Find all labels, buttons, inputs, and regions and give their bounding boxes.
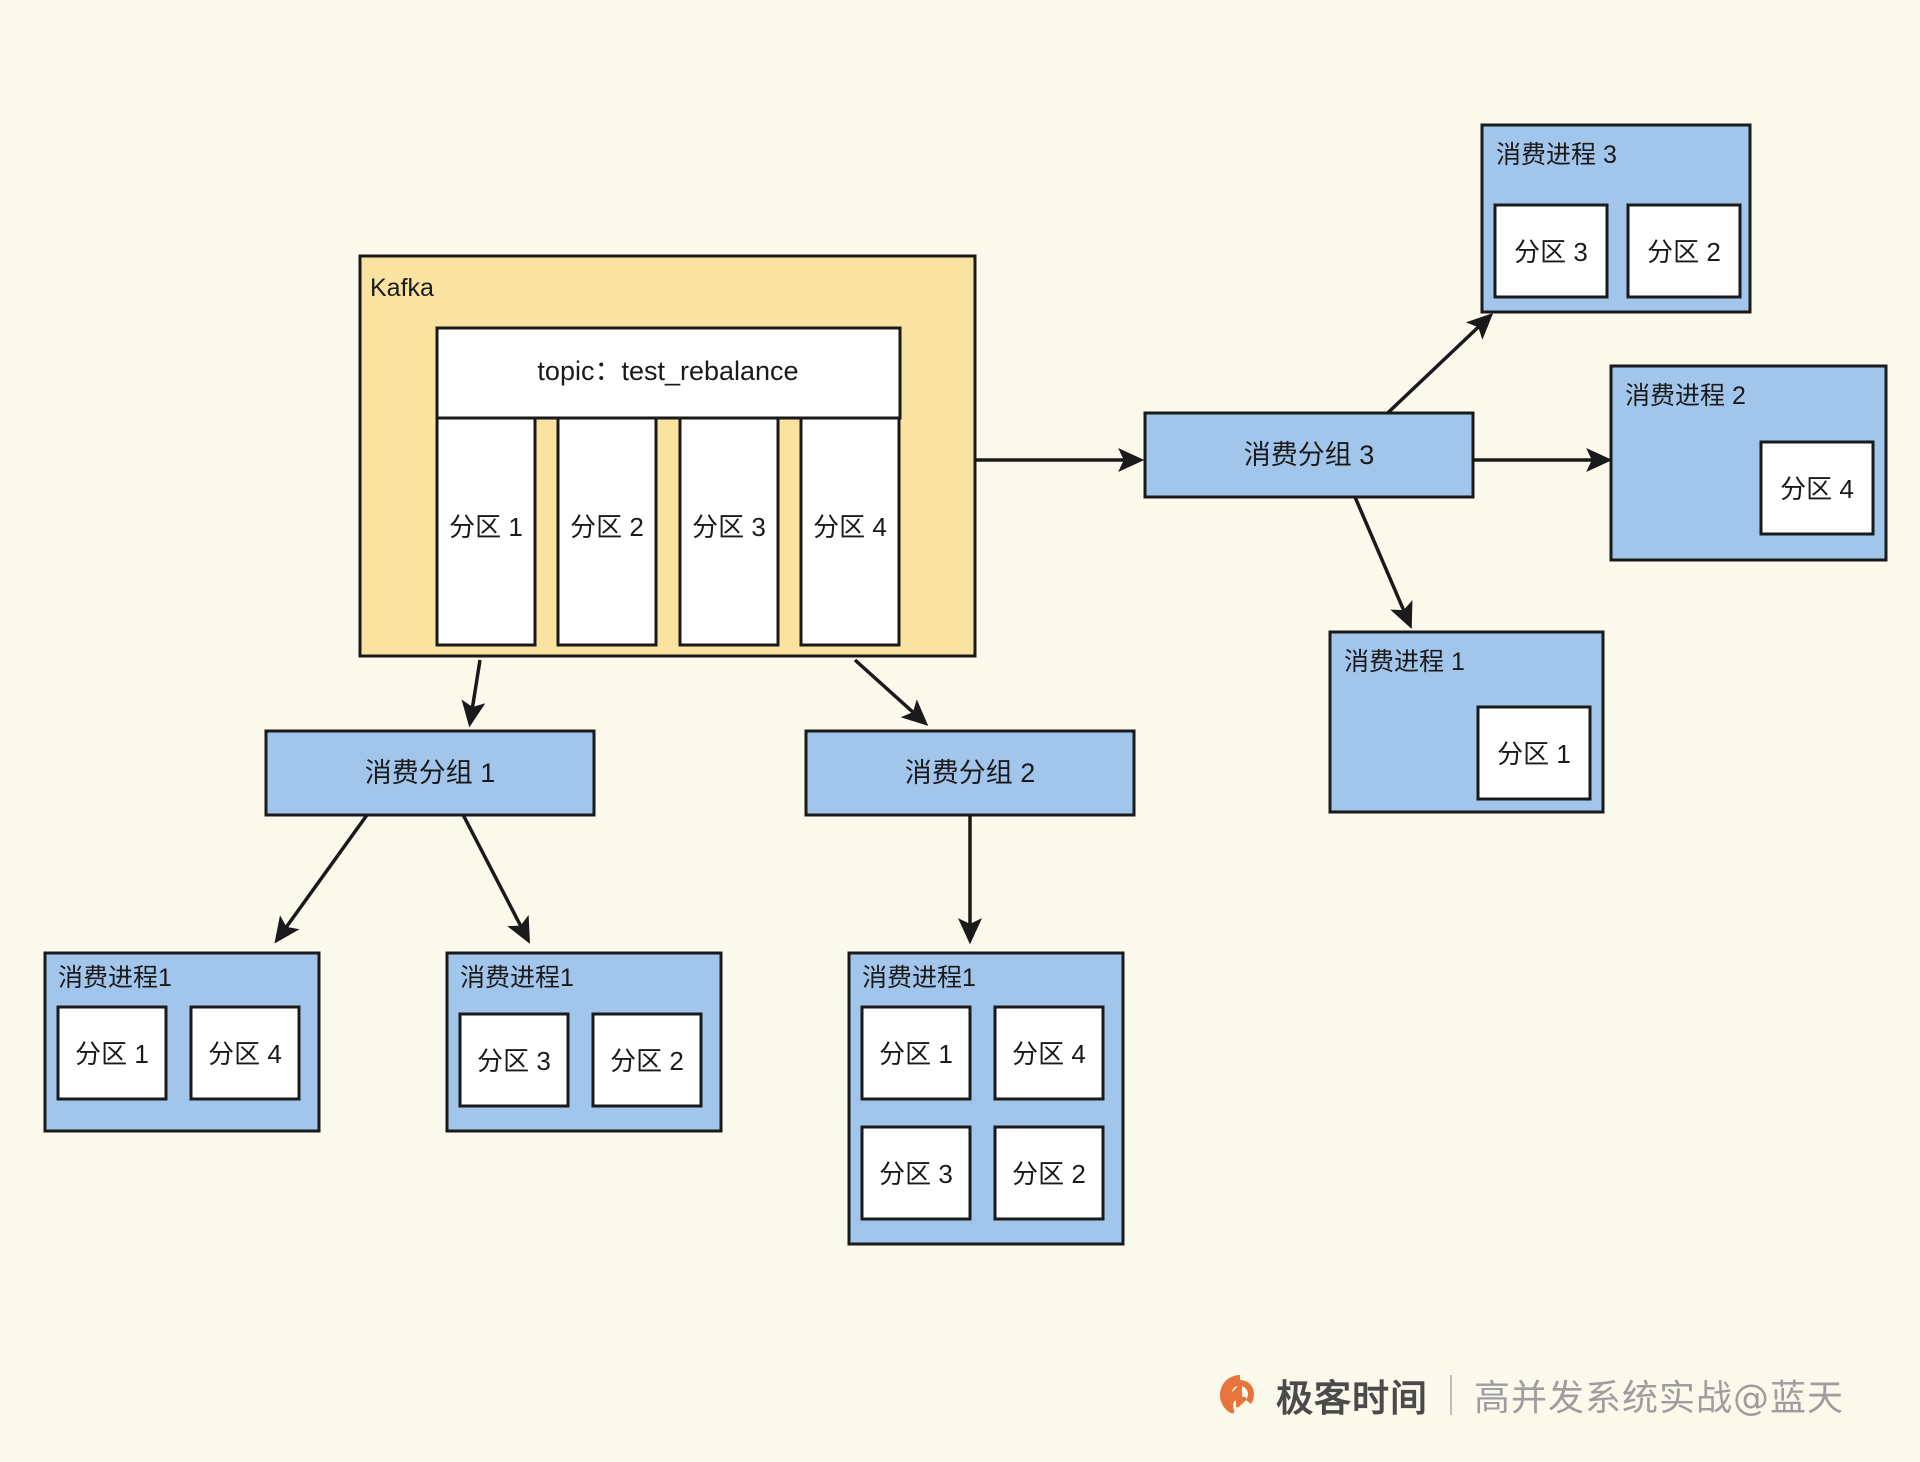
- watermark-subtitle: 高并发系统实战@蓝天: [1474, 1378, 1845, 1419]
- kafka-partition-label-3: 分区 3: [692, 512, 766, 542]
- process-g3-p2-label: 消费进程 2: [1625, 382, 1746, 410]
- kafka-partition-box-4[interactable]: [799, 416, 901, 647]
- process-g1-p1-partition-label-2: 分区 4: [208, 1039, 282, 1069]
- process-g3-p1-label: 消费进程 1: [1344, 648, 1465, 676]
- process-g2-p1[interactable]: 消费进程1 分区 1 分区 4 分区 3 分区 2: [847, 951, 1125, 1246]
- process-g1-p2-partition-box-2[interactable]: [591, 1012, 703, 1108]
- consumer-group-1-label: 消费分组 1: [365, 758, 496, 788]
- edge-kafka-to-group2: [853, 658, 929, 726]
- topic-header-box[interactable]: [435, 326, 902, 420]
- topic-label: topic：test_rebalance: [537, 356, 798, 386]
- process-g2-p1-partition-label-1: 分区 1: [879, 1039, 953, 1069]
- kafka-partitions: 分区 1 分区 2 分区 3 分区 4: [435, 416, 901, 647]
- process-g3-p1-partition-label-1: 分区 1: [1497, 739, 1571, 769]
- consumer-group-2-box[interactable]: [804, 729, 1136, 817]
- process-g3-p3-partition-box-1[interactable]: [1493, 203, 1609, 299]
- process-g3-p3-partition-box-2[interactable]: [1626, 203, 1742, 299]
- process-g2-p1-partition-box-2[interactable]: [993, 1005, 1105, 1101]
- process-g3-p3-label: 消费进程 3: [1496, 141, 1617, 169]
- kafka-partition-label-1: 分区 1: [449, 512, 523, 542]
- process-g1-p2-label: 消费进程1: [460, 964, 574, 992]
- kafka-partition-label-4: 分区 4: [813, 512, 887, 542]
- process-g3-p2-partition-label-1: 分区 4: [1780, 474, 1854, 504]
- consumer-group-2[interactable]: 消费分组 2: [804, 729, 1136, 817]
- kafka-partition-box-3[interactable]: [678, 416, 780, 647]
- consumer-group-1[interactable]: 消费分组 1: [264, 729, 596, 817]
- process-g3-p3-partition-label-1: 分区 3: [1514, 237, 1588, 267]
- process-g1-p1[interactable]: 消费进程1 分区 1 分区 4: [43, 951, 321, 1133]
- process-g3-p1-partition-box-1[interactable]: [1476, 705, 1592, 801]
- kafka-partition-label-2: 分区 2: [570, 512, 644, 542]
- process-g2-p1-partition-box-1[interactable]: [860, 1005, 972, 1101]
- process-g2-p1-partition-box-3[interactable]: [860, 1125, 972, 1221]
- kafka-label: Kafka: [370, 274, 434, 302]
- process-g3-p2-partition-box-1[interactable]: [1759, 440, 1875, 536]
- process-g1-p2-partition-label-1: 分区 3: [477, 1046, 551, 1076]
- process-g1-p1-partition-label-1: 分区 1: [75, 1039, 149, 1069]
- process-g3-p2[interactable]: 消费进程 2 分区 4: [1609, 364, 1888, 562]
- kafka-container[interactable]: Kafka topic：test_rebalance 分区 1 分区 2 分区 …: [358, 254, 977, 658]
- process-g1-p1-partition-box-2[interactable]: [189, 1005, 301, 1101]
- process-g1-p2-partition-label-2: 分区 2: [610, 1046, 684, 1076]
- edge-group3-to-process1: [1353, 496, 1413, 630]
- consumer-group-3-label: 消费分组 3: [1244, 440, 1375, 470]
- process-g2-p1-partition-label-4: 分区 2: [1012, 1159, 1086, 1189]
- process-g2-p1-partition-label-2: 分区 4: [1012, 1039, 1086, 1069]
- watermark: 极客时间 高并发系统实战@蓝天: [1218, 1368, 1844, 1422]
- edge-group3-to-process3: [1373, 312, 1494, 427]
- consumer-group-3[interactable]: 消费分组 3: [1143, 411, 1475, 499]
- process-g3-p3-partition-label-2: 分区 2: [1647, 237, 1721, 267]
- consumer-group-2-label: 消费分组 2: [905, 758, 1036, 788]
- watermark-divider: [1450, 1375, 1452, 1415]
- process-g1-p1-label: 消费进程1: [58, 964, 172, 992]
- process-g3-p1[interactable]: 消费进程 1 分区 1: [1328, 630, 1605, 814]
- geekbang-logo-icon: [1220, 1375, 1254, 1414]
- kafka-partition-box-2[interactable]: [556, 416, 658, 647]
- watermark-brand: 极客时间: [1276, 1377, 1428, 1420]
- process-g3-p3[interactable]: 消费进程 3 分区 3 分区 2: [1480, 123, 1752, 314]
- consumer-group-1-box[interactable]: [264, 729, 596, 817]
- process-g1-p2[interactable]: 消费进程1 分区 3 分区 2: [445, 951, 723, 1133]
- process-g2-p1-partition-box-4[interactable]: [993, 1125, 1105, 1221]
- kafka-partition-box-1[interactable]: [435, 416, 537, 647]
- process-g1-p1-partition-box-1[interactable]: [56, 1005, 168, 1101]
- process-g2-p1-label: 消费进程1: [862, 964, 976, 992]
- edge-kafka-to-group1: [461, 659, 486, 728]
- process-g2-p1-partition-label-3: 分区 3: [879, 1159, 953, 1189]
- process-g1-p2-partition-box-1[interactable]: [458, 1012, 570, 1108]
- consumer-group-3-box[interactable]: [1143, 411, 1475, 499]
